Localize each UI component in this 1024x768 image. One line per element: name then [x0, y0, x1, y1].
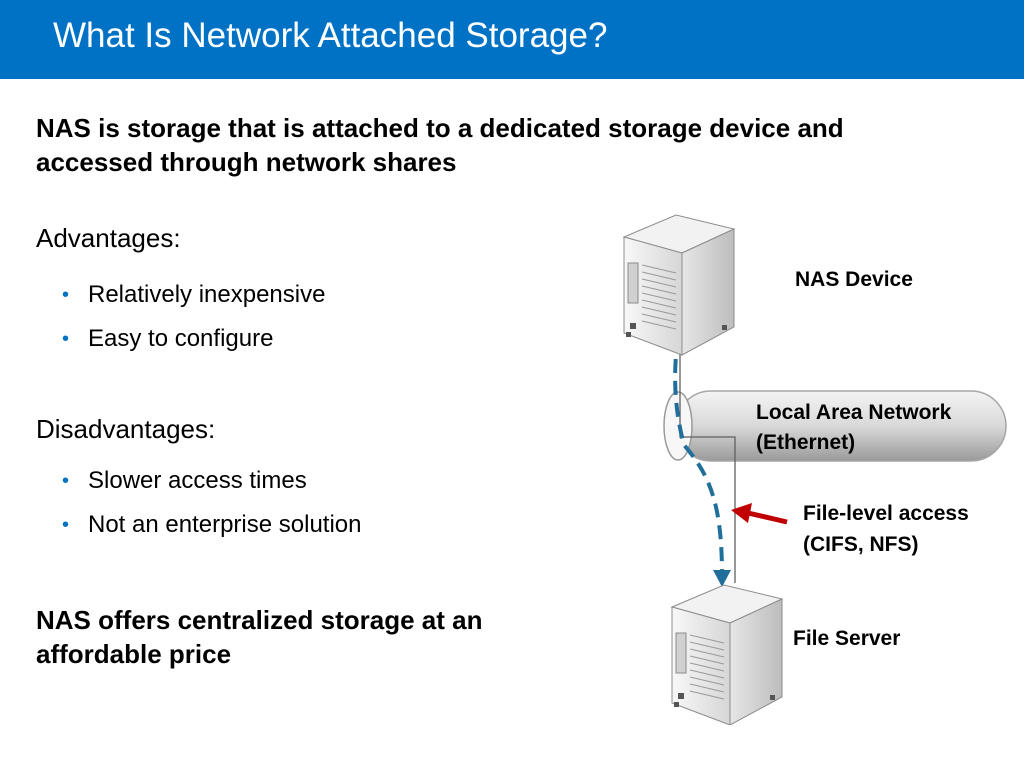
bullet-icon: •	[62, 284, 70, 306]
disadvantages-list: •Slower access times •Not an enterprise …	[62, 459, 362, 547]
lan-label-line1: Local Area Network	[756, 401, 952, 424]
file-server-label: File Server	[793, 627, 901, 650]
bullet-icon: •	[62, 470, 70, 492]
slide-title: What Is Network Attached Storage?	[53, 16, 608, 55]
nas-diagram: NAS Device Local Area Network (Ethernet)…	[600, 205, 1024, 726]
slide-footer: NAS offers centralized storage at an aff…	[36, 605, 483, 669]
arrow-icon	[731, 503, 788, 525]
server-icon	[623, 214, 735, 356]
server-icon	[671, 584, 783, 726]
diagram-graphic	[623, 214, 1007, 726]
access-label-line2: (CIFS, NFS)	[803, 533, 919, 556]
slide-heading: NAS is storage that is attached to a ded…	[36, 113, 844, 177]
advantages-list: •Relatively inexpensive •Easy to configu…	[62, 273, 325, 361]
list-item: •Relatively inexpensive	[62, 273, 325, 317]
advantages-label: Advantages:	[36, 223, 181, 253]
nas-device-label: NAS Device	[795, 268, 913, 291]
title-bar: What Is Network Attached Storage?	[0, 0, 1024, 79]
list-item: •Not an enterprise solution	[62, 503, 362, 547]
disadvantages-label: Disadvantages:	[36, 414, 216, 444]
lan-label-line2: (Ethernet)	[756, 431, 856, 454]
list-item: •Easy to configure	[62, 317, 325, 361]
bullet-icon: •	[62, 328, 70, 350]
access-label-line1: File-level access	[803, 502, 969, 525]
bullet-icon: •	[62, 514, 70, 536]
list-item: •Slower access times	[62, 459, 362, 503]
